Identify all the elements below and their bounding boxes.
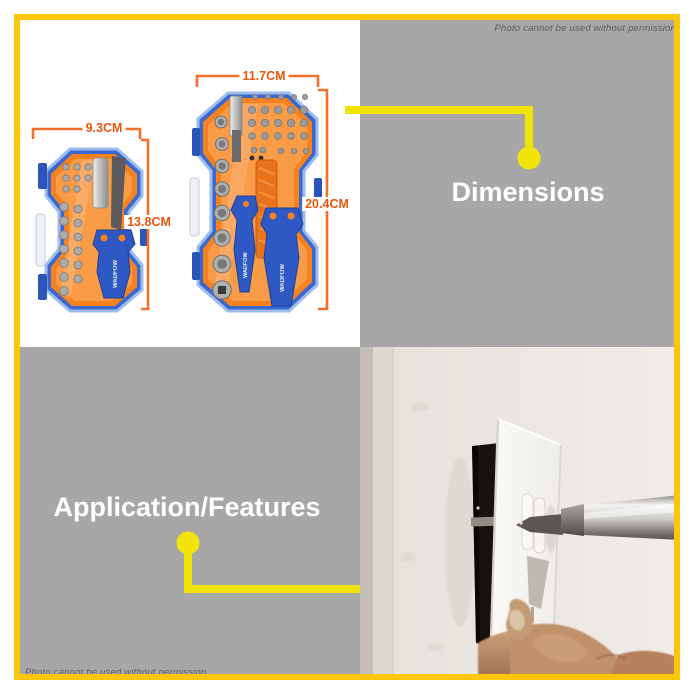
- switch-plate-photo: [360, 347, 680, 680]
- watermark-top: Photo cannot be used without permission: [494, 23, 676, 34]
- products-panel: WADFOW: [20, 20, 360, 347]
- large-case-height-label: 20.4CM: [302, 197, 352, 211]
- brand-text: WADFOW: [113, 260, 119, 288]
- large-case-width-label: 11.7CM: [239, 69, 289, 83]
- screwdriver: [516, 495, 680, 540]
- hand: [478, 598, 680, 680]
- small-case-image: WADFOW: [35, 147, 148, 313]
- small-case-height-label: 13.8CM: [124, 215, 174, 229]
- dimensions-heading: Dimensions: [451, 177, 605, 207]
- toolkit-cases-illustration: WADFOW: [31, 74, 329, 313]
- large-case-image: WADFOW WADFOW: [189, 91, 322, 313]
- dimensions-panel: [360, 20, 680, 347]
- watermark-bottom: Photo cannot be used without permission: [25, 667, 207, 678]
- brand-text: WADFOW: [280, 264, 286, 292]
- small-case-width-label: 9.3CM: [82, 121, 126, 135]
- brand-text: WADFOW: [243, 252, 249, 278]
- application-photo: [360, 347, 680, 680]
- application-panel: [20, 347, 360, 680]
- application-heading: Application/Features: [53, 492, 321, 522]
